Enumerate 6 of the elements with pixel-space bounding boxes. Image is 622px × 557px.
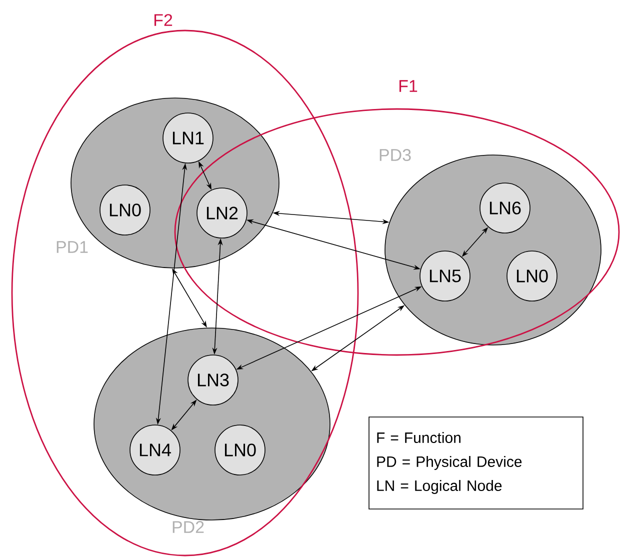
function-label: F1: [399, 80, 418, 92]
device-label: PD2: [172, 521, 204, 533]
device-label: PD1: [56, 241, 88, 253]
function-label: F2: [154, 14, 172, 26]
device-label: PD3: [380, 148, 411, 162]
legend-box: F = Function PD = Physical Device LN = Logical Node: [368, 416, 584, 510]
